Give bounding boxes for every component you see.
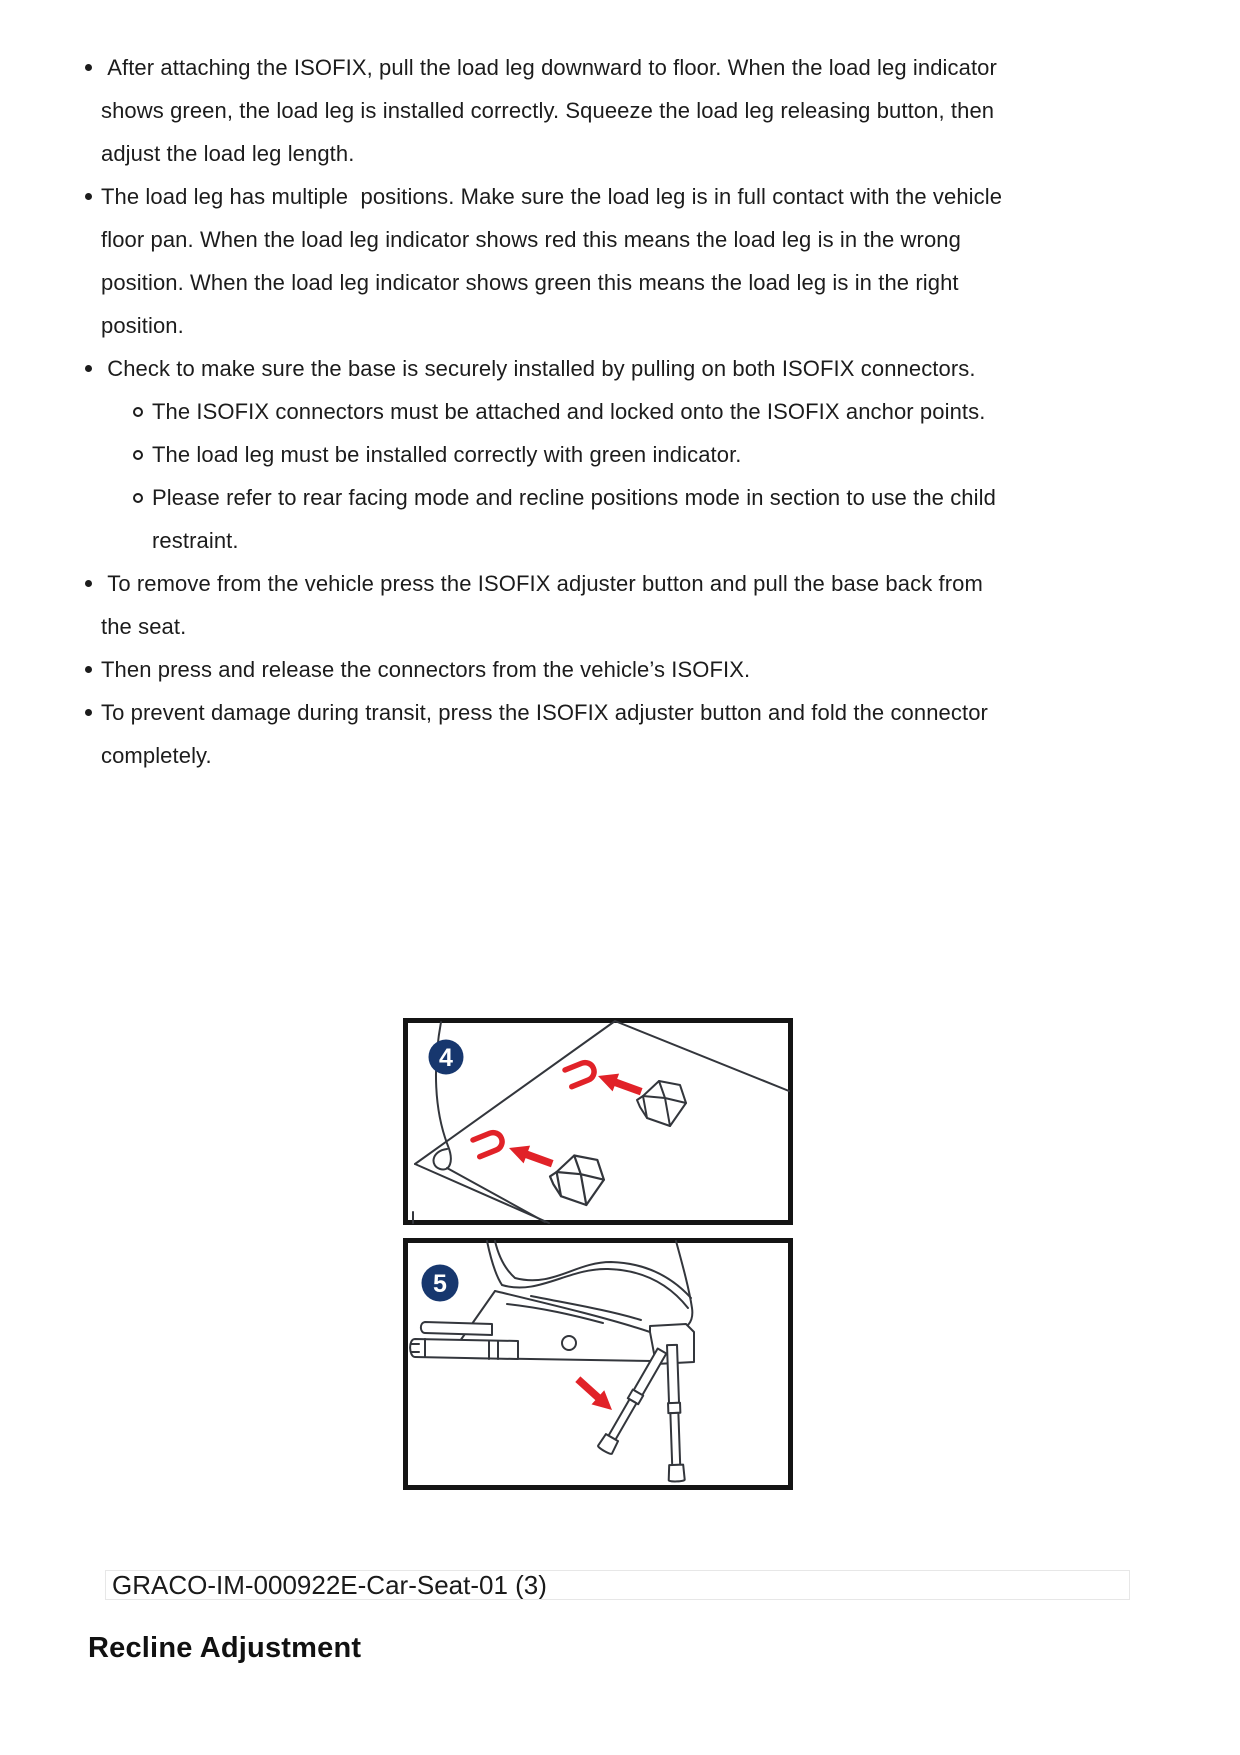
load-leg-folding-drawing (597, 1343, 686, 1483)
step-number: 4 (439, 1044, 453, 1072)
bullet-item: To remove from the vehicle press the ISO… (78, 562, 1010, 648)
bullet-item: The load leg has multiple positions. Mak… (78, 175, 1010, 347)
step-number-badge: 5 (421, 1264, 459, 1302)
red-arrow-icon (575, 1376, 612, 1410)
circle-marker-icon (133, 450, 143, 460)
figure-step-4: 4 (403, 1018, 793, 1225)
bullet-marker-icon (85, 365, 92, 372)
bullet-text: The load leg has multiple positions. Mak… (101, 184, 1009, 338)
instruction-list: After attaching the ISOFIX, pull the loa… (78, 46, 1010, 777)
bullet-marker-icon (85, 64, 92, 71)
section-heading: Recline Adjustment (88, 1632, 362, 1664)
bullet-text: The load leg must be installed correctly… (152, 442, 742, 467)
bullet-item: After attaching the ISOFIX, pull the loa… (78, 46, 1010, 175)
bullet-item: Then press and release the connectors fr… (78, 648, 1010, 691)
figure-step-5: 5 (403, 1238, 793, 1490)
bullet-text: The ISOFIX connectors must be attached a… (152, 399, 986, 424)
sub-bullet-item: Please refer to rear facing mode and rec… (132, 476, 1010, 562)
bullet-item: To prevent damage during transit, press … (78, 691, 1010, 777)
image-caption-field[interactable]: GRACO-IM-000922E-Car-Seat-01 (3) (105, 1570, 1130, 1600)
bullet-text: After attaching the ISOFIX, pull the loa… (101, 55, 1004, 166)
isofix-anchor-loop-icon (562, 1059, 597, 1090)
isofix-anchor-points-diagram: 4 (403, 1018, 793, 1225)
bullet-marker-icon (85, 666, 92, 673)
seat-crease-lines (412, 1020, 790, 1224)
bullet-text: To prevent damage during transit, press … (101, 700, 995, 768)
figure-frame (403, 1018, 793, 1225)
bullet-marker-icon (85, 580, 92, 587)
step-number: 5 (433, 1270, 447, 1298)
bullet-text: Then press and release the connectors fr… (101, 657, 751, 682)
circle-marker-icon (133, 407, 143, 417)
sub-bullet-item: The load leg must be installed correctly… (132, 433, 1010, 476)
isofix-anchor-loop-icon (470, 1129, 505, 1160)
bullet-text: Please refer to rear facing mode and rec… (152, 485, 1003, 553)
circle-marker-icon (133, 493, 143, 503)
base-drawing (409, 1290, 695, 1365)
bullet-marker-icon (85, 193, 92, 200)
bullet-marker-icon (85, 709, 92, 716)
step-number-badge: 4 (428, 1039, 464, 1075)
bullet-item: Check to make sure the base is securely … (78, 347, 1010, 390)
figure-frame (403, 1238, 793, 1490)
bullet-text: To remove from the vehicle press the ISO… (101, 571, 990, 639)
bullet-text: Check to make sure the base is securely … (101, 356, 976, 381)
sub-bullet-item: The ISOFIX connectors must be attached a… (132, 390, 1010, 433)
load-leg-fold-diagram: 5 (403, 1238, 793, 1490)
